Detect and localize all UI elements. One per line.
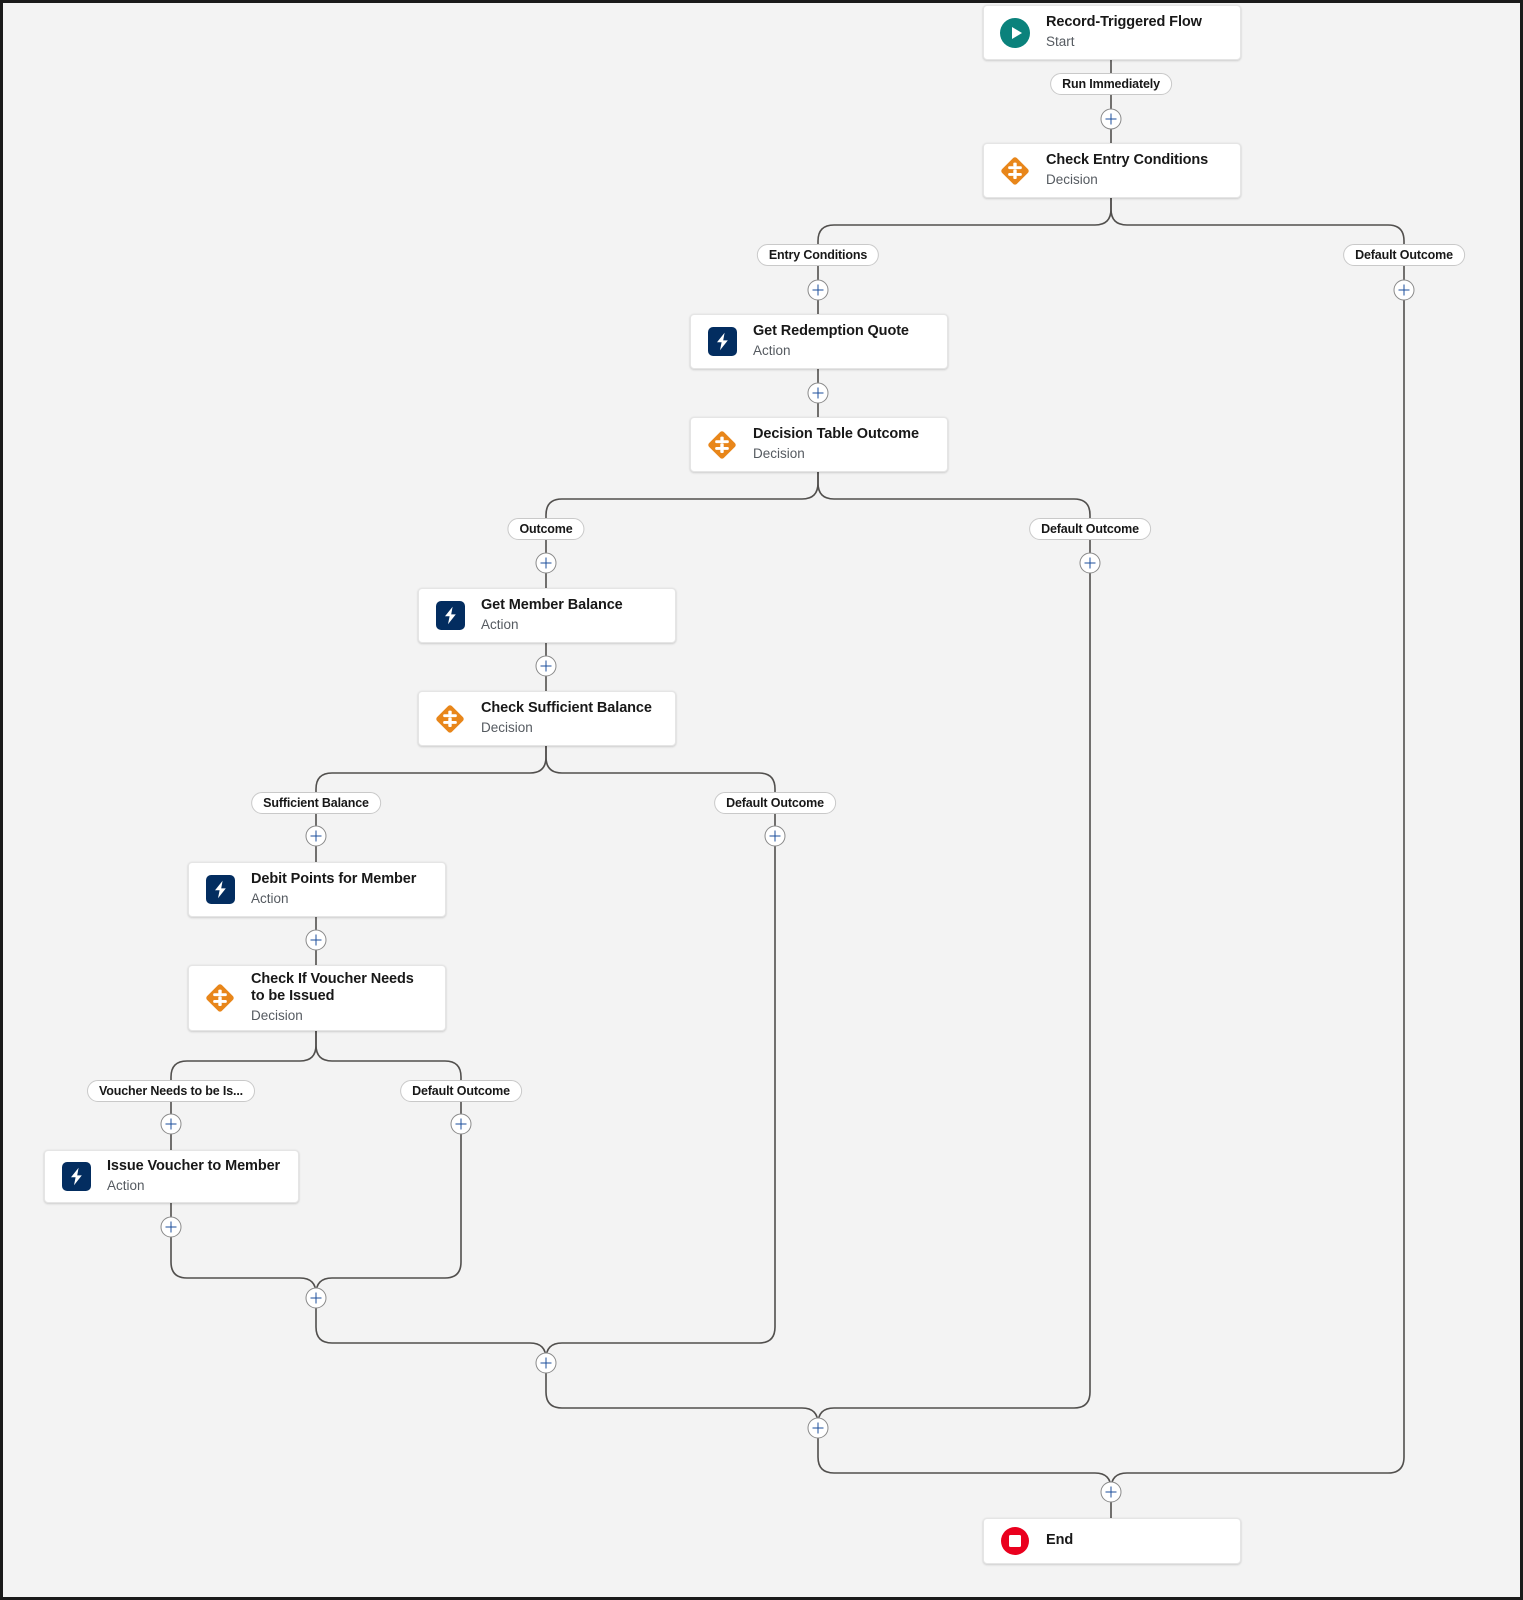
node-text-block: End — [1046, 1532, 1073, 1549]
add-element-plus-after-start[interactable] — [1100, 108, 1122, 130]
add-element-plus-merge-entry[interactable] — [1100, 1481, 1122, 1503]
add-element-plus-after-debit-points[interactable] — [305, 929, 327, 951]
node-title: Check Sufficient Balance — [481, 700, 652, 717]
branch-label-run-immediately[interactable]: Run Immediately — [1050, 73, 1172, 95]
node-title: Get Member Balance — [481, 597, 623, 614]
node-title: Check If Voucher Needs to be Issued — [251, 971, 414, 1005]
branch-label-default-outcome-table[interactable]: Default Outcome — [1029, 518, 1151, 540]
add-element-plus-merge-voucher[interactable] — [305, 1287, 327, 1309]
connector-merge-balance-right — [545, 835, 776, 1364]
node-subtitle: Decision — [1046, 172, 1098, 188]
add-element-plus-entry-conditions-branch[interactable] — [807, 279, 829, 301]
node-subtitle: Action — [481, 617, 519, 633]
connector-merge-voucher-right — [315, 1123, 462, 1299]
connector-merge-table-right — [817, 562, 1091, 1429]
connector-merge-entry-left — [817, 1427, 1112, 1493]
connector-table-outcome-branch — [545, 471, 819, 589]
add-element-plus-after-redemption-quote[interactable] — [807, 382, 829, 404]
connector-merge-voucher-left — [170, 1226, 317, 1299]
branch-label-default-outcome-voucher[interactable]: Default Outcome — [400, 1080, 522, 1102]
node-subtitle: Action — [107, 1178, 145, 1194]
node-title: End — [1046, 1532, 1074, 1549]
add-element-plus-after-issue-voucher[interactable] — [160, 1216, 182, 1238]
connector-sufficient-default-branch — [545, 745, 776, 837]
stop-circle-icon — [998, 1524, 1032, 1558]
branch-label-default-outcome-entry[interactable]: Default Outcome — [1343, 244, 1465, 266]
branch-label-entry-conditions[interactable]: Entry Conditions — [756, 244, 880, 266]
decision-diamond-icon — [705, 428, 739, 462]
node-subtitle: Decision — [481, 720, 533, 736]
branch-label-default-outcome-balance[interactable]: Default Outcome — [714, 792, 836, 814]
node-title: Decision Table Outcome — [753, 426, 919, 443]
connector-merge-table-left — [545, 1362, 819, 1429]
add-element-plus-voucher-needs-issued[interactable] — [160, 1113, 182, 1135]
add-element-plus-default-outcome-table[interactable] — [1079, 552, 1101, 574]
add-element-plus-default-outcome-voucher[interactable] — [450, 1113, 472, 1135]
add-element-plus-default-outcome-balance[interactable] — [764, 825, 786, 847]
node-title: Check Entry Conditions — [1046, 152, 1209, 169]
node-subtitle: Action — [753, 343, 791, 359]
connector-merge-balance-left — [315, 1297, 547, 1364]
connector-voucher-default-branch — [315, 1030, 462, 1125]
node-title: Get Redemption Quote — [753, 323, 909, 340]
action-bolt-icon — [433, 599, 467, 633]
node-subtitle: Decision — [753, 446, 805, 462]
branch-label-voucher-needs-issued[interactable]: Voucher Needs to be Is... — [87, 1080, 255, 1102]
decision-diamond-icon — [433, 702, 467, 736]
add-element-plus-after-member-balance[interactable] — [535, 655, 557, 677]
node-subtitle: Decision — [251, 1008, 303, 1024]
add-element-plus-outcome-branch[interactable] — [535, 552, 557, 574]
node-subtitle: Action — [251, 891, 289, 907]
node-subtitle: Start — [1046, 34, 1075, 50]
decision-diamond-icon — [998, 154, 1032, 188]
node-title: Debit Points for Member — [251, 871, 417, 888]
node-title: Record-Triggered Flow — [1046, 14, 1202, 31]
add-element-plus-default-outcome-entry[interactable] — [1393, 279, 1415, 301]
branch-label-outcome-table[interactable]: Outcome — [507, 518, 585, 540]
play-circle-icon — [998, 16, 1032, 50]
flow-node-end[interactable]: End — [983, 1518, 1241, 1564]
action-bolt-icon — [59, 1160, 93, 1194]
branch-label-sufficient-balance[interactable]: Sufficient Balance — [251, 792, 381, 814]
add-element-plus-sufficient-balance[interactable] — [305, 825, 327, 847]
decision-diamond-icon — [203, 981, 237, 1015]
add-element-plus-merge-table[interactable] — [807, 1417, 829, 1439]
add-element-plus-merge-balance[interactable] — [535, 1352, 557, 1374]
node-title: Issue Voucher to Member — [107, 1158, 281, 1175]
action-bolt-icon — [203, 873, 237, 907]
action-bolt-icon — [705, 325, 739, 359]
connector-merge-entry-right — [1110, 289, 1405, 1493]
